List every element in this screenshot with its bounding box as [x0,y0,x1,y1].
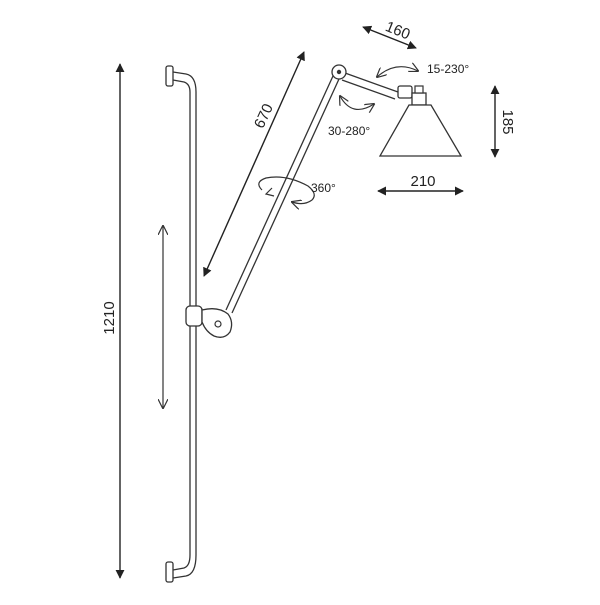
elbow-rotation-label: 30-280° [328,124,370,138]
height-label: 1210 [101,301,118,334]
shade-depth-line [362,25,417,50]
shade-tilt-label: 15-230° [427,62,469,76]
arm-length-dimension: 670 [203,51,305,277]
top-wall-plate [165,65,174,87]
height-dimension: 1210 [101,63,125,579]
elbow-rotation-arrow [340,96,374,109]
bottom-wall-plate [165,561,174,583]
arm-length-line [203,51,305,277]
shade-tilt-arrow [377,67,418,77]
rail-carriage [185,305,233,338]
arm-length-label: 670 [251,101,277,131]
lamp-arm [225,64,399,314]
elbow-rotation: 30-280° [328,96,374,138]
shade-cone [378,104,463,157]
shade-tilt-rotation: 15-230° [377,62,469,77]
shade-diameter-label: 210 [410,173,435,190]
arm-swivel-label: 360° [311,181,336,195]
shade-depth-label: 160 [383,18,413,43]
arm-swivel-arrow [258,176,315,204]
shade-height-label: 185 [499,109,516,134]
shade-joint [397,85,413,99]
arm-swivel-rotation: 360° [258,176,336,204]
lamp-shade [378,85,463,157]
shade-diameter-dimension: 210 [377,173,464,196]
shade-depth-dimension: 160 [362,18,417,50]
shade-height-dimension: 185 [490,85,516,158]
